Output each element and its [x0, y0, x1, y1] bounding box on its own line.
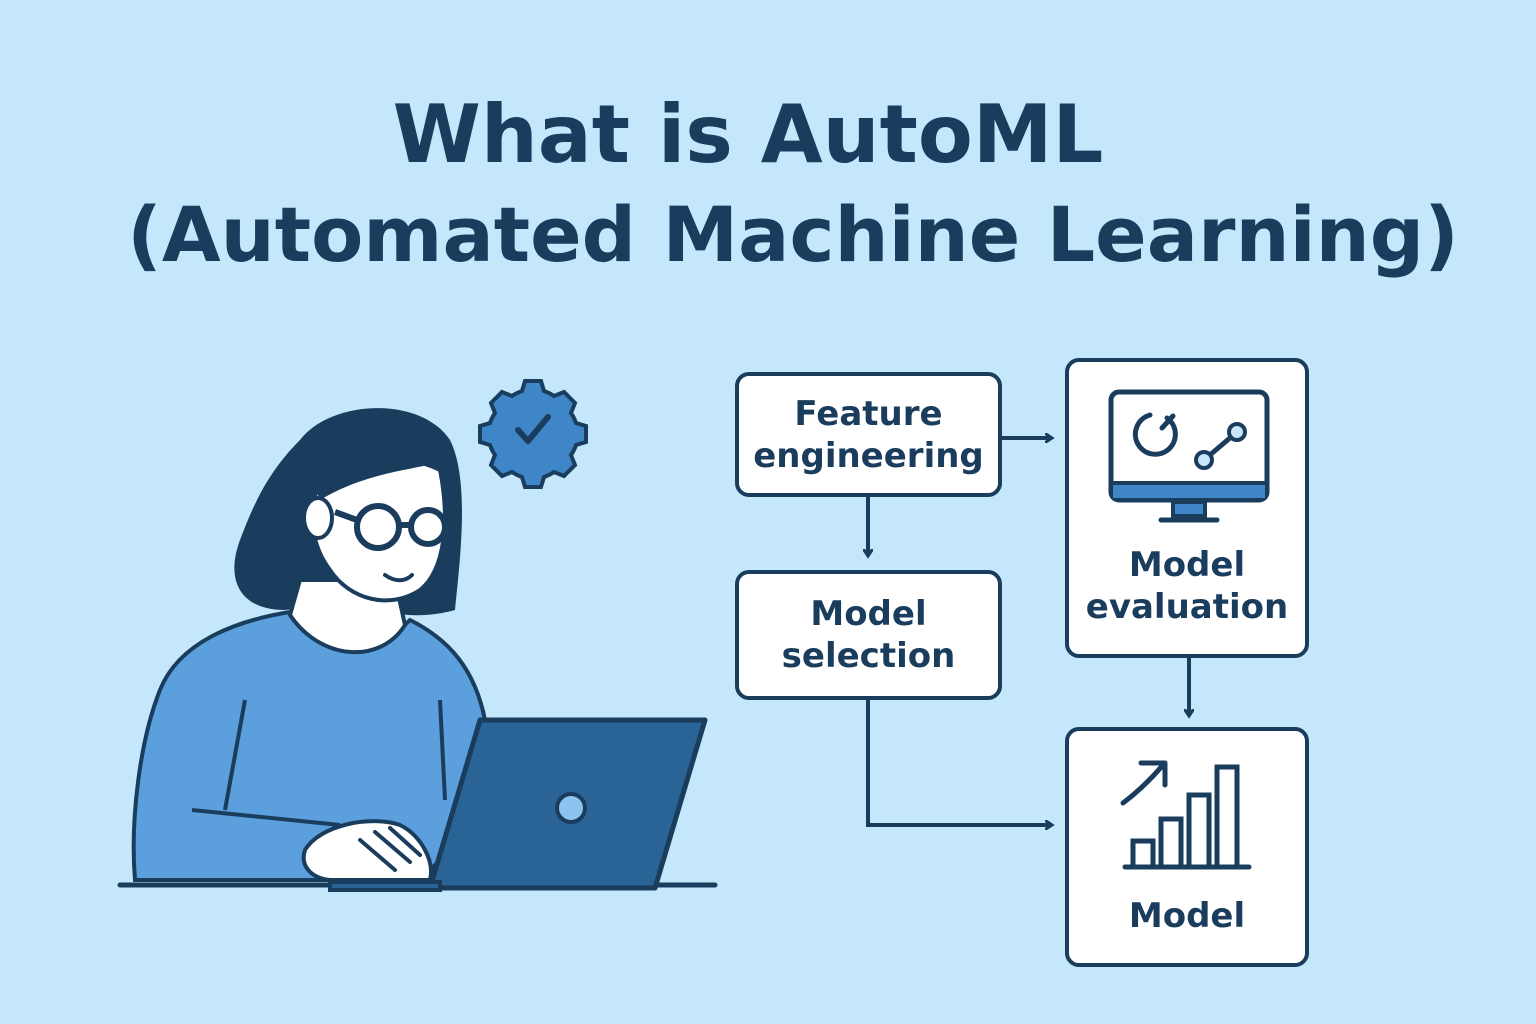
title-line-1: What is AutoML [392, 88, 1104, 181]
bar-chart-growth-icon [1120, 760, 1252, 870]
model-selection-line-1: Model [810, 594, 927, 634]
title-line-2: (Automated Machine Learning) [127, 190, 1459, 279]
model-evaluation-line-2: evaluation [1085, 587, 1289, 627]
feature-engineering-line-1: Feature [794, 393, 943, 434]
feature-engineering-line-2: engineering [753, 435, 984, 476]
gear-check-icon [478, 379, 588, 489]
model-selection-line-2: selection [781, 636, 956, 676]
model-box: Model [1065, 727, 1309, 967]
arrow-selection-to-model [866, 700, 1052, 825]
model-evaluation-line-1: Model [1128, 545, 1246, 585]
laptop [328, 717, 708, 892]
monitor-icon [1108, 389, 1270, 523]
model-label: Model [1128, 896, 1246, 936]
